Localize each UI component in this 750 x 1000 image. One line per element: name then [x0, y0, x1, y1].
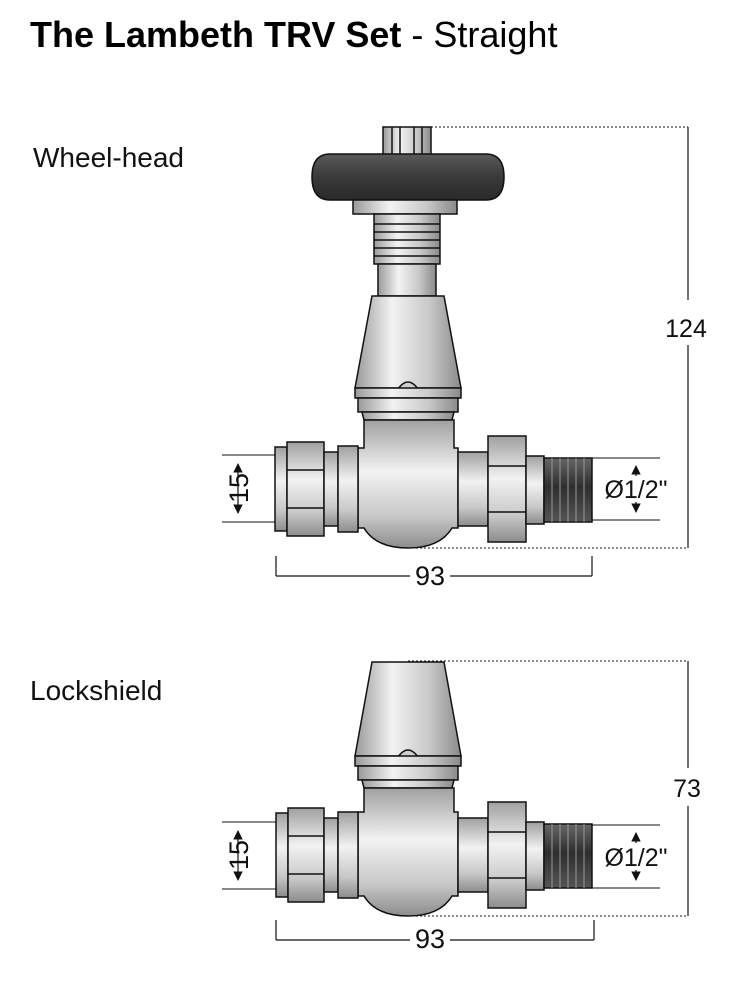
lockshield-pipe-dimension: 15 — [222, 821, 276, 890]
page-title: The Lambeth TRV Set - Straight — [30, 14, 557, 56]
wheelhead-width-dimension: 93 — [275, 556, 593, 591]
lockshield-height-value: 73 — [673, 775, 701, 803]
wheelhead-width-value: 93 — [415, 561, 445, 591]
wheelhead-valve-drawing — [274, 126, 593, 549]
lockshield-pipe-value: 15 — [224, 840, 254, 870]
lockshield-section: Lockshield — [30, 660, 701, 954]
lockshield-width-value: 93 — [415, 924, 445, 954]
lockshield-width-dimension: 93 — [275, 920, 595, 954]
wheelhead-label: Wheel-head — [33, 142, 184, 173]
wheelhead-pipe-value: 15 — [224, 473, 254, 503]
title-main: The Lambeth TRV Set — [30, 14, 402, 55]
lockshield-valve-drawing — [275, 661, 593, 917]
lockshield-label: Lockshield — [30, 675, 162, 706]
wheelhead-thread-dimension: Ø1/2" — [592, 457, 668, 521]
lockshield-thread-dimension: Ø1/2" — [592, 824, 668, 889]
wheelhead-height-value: 124 — [665, 315, 707, 343]
wheelhead-thread-value: Ø1/2" — [604, 476, 667, 504]
wheelhead-section: Wheel-head — [33, 126, 707, 591]
wheelhead-pipe-dimension: 15 — [222, 454, 275, 523]
lockshield-height-dimension: 73 — [408, 660, 701, 917]
title-sub: - Straight — [401, 14, 558, 55]
wheelhead-height-dimension: 124 — [408, 126, 707, 549]
lockshield-thread-value: Ø1/2" — [604, 844, 667, 872]
